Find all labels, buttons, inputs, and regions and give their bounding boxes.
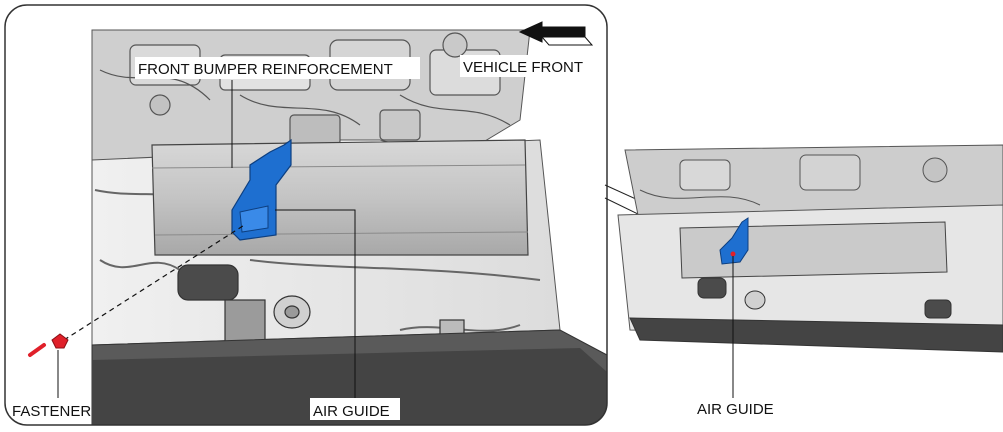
front-bumper-reinforcement — [151, 139, 529, 256]
overview-under-cover — [629, 317, 1003, 353]
label-fastener: FASTENER — [12, 403, 91, 420]
overview-engine-components — [639, 154, 948, 206]
leader-lines — [57, 80, 356, 398]
label-air-guide-inset: AIR GUIDE — [697, 401, 774, 418]
main-view: FRONT BUMPER REINFORCEMENT VEHICLE FRONT… — [4, 4, 608, 426]
overview-view: AIR GUIDE — [617, 144, 1003, 418]
label-front-bumper-reinforcement: FRONT BUMPER REINFORCEMENT — [138, 61, 393, 78]
label-vehicle-front: VEHICLE FRONT — [463, 59, 583, 76]
detail-frame — [4, 4, 608, 426]
arrow-left-icon — [518, 21, 594, 46]
overview-lower-components — [697, 277, 952, 319]
fastener-icon — [28, 333, 69, 357]
overview-air-guide-part — [719, 217, 749, 265]
label-air-guide-main: AIR GUIDE — [313, 403, 390, 420]
